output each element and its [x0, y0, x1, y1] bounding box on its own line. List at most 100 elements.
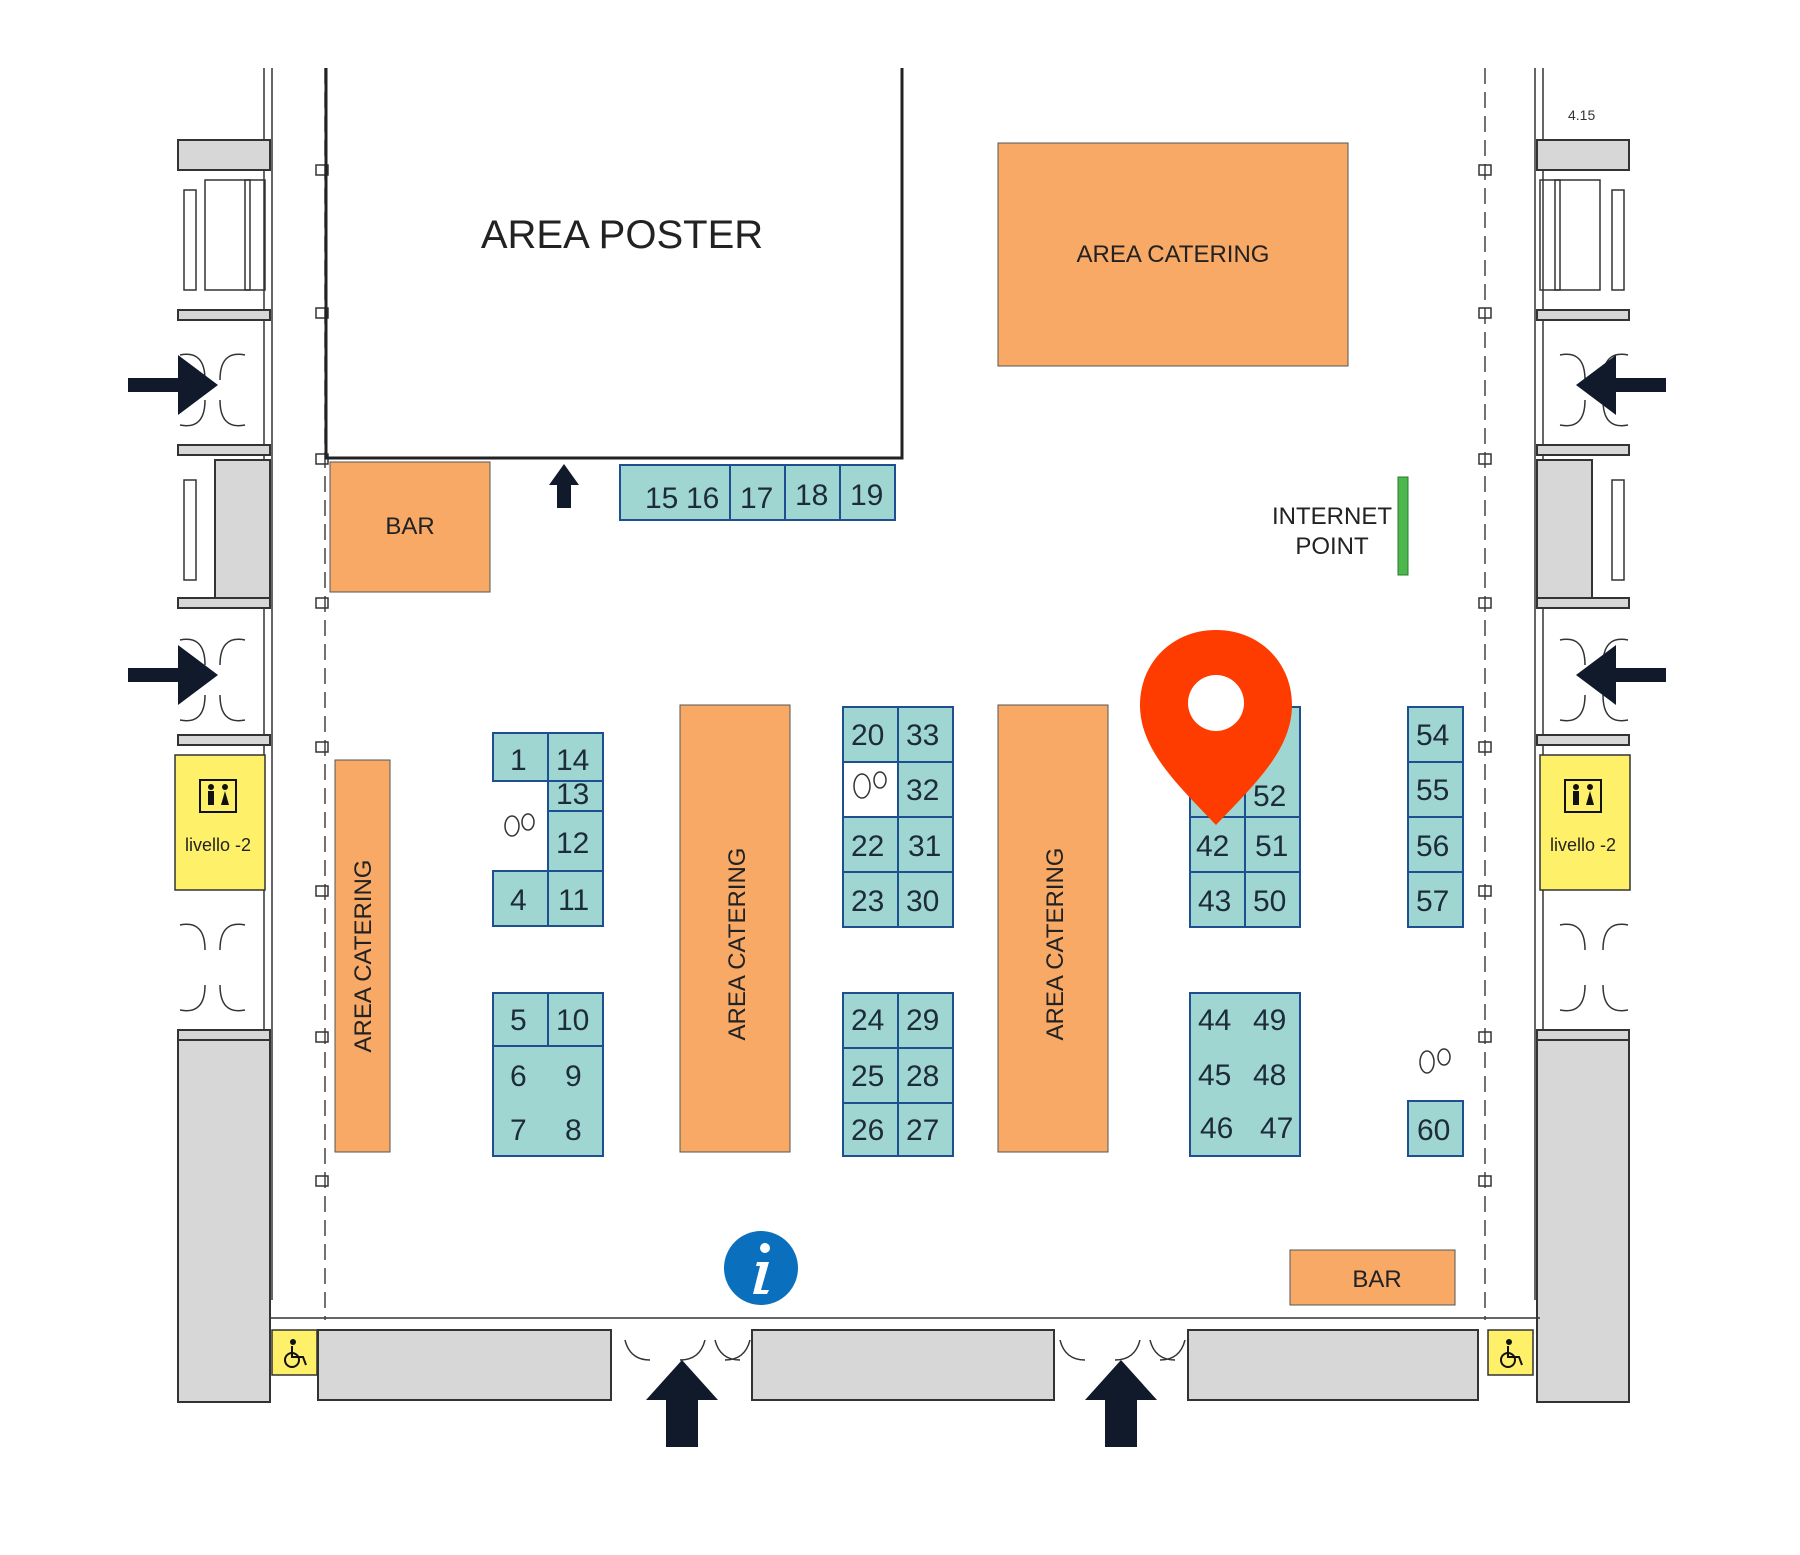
booth-block-c-gap — [842, 761, 899, 818]
lift-right[interactable]: livello -2 — [1539, 754, 1631, 891]
booth-44[interactable]: 44 — [1189, 992, 1301, 1157]
booth-18-label: 18 — [795, 479, 828, 512]
booth-14-label: 14 — [556, 744, 589, 777]
booth-22-label: 22 — [851, 830, 884, 863]
booth-11[interactable]: 11 — [547, 870, 604, 927]
booth-7[interactable]: 7 — [510, 1114, 527, 1147]
booth-12[interactable]: 12 — [547, 810, 604, 872]
booth-30[interactable]: 30 — [897, 871, 954, 928]
entrance-arrow-icon — [646, 1360, 718, 1447]
booth-4[interactable]: 4 — [492, 870, 549, 927]
bar-top-label: BAR — [385, 513, 434, 540]
location-pin-icon[interactable] — [1140, 630, 1292, 825]
booth-7-label: 7 — [510, 1114, 527, 1147]
accessible-icon — [271, 1329, 318, 1376]
booth-24[interactable]: 24 — [842, 992, 899, 1049]
booth-31-label: 31 — [908, 830, 941, 863]
booth-16[interactable]: 16 — [686, 482, 719, 515]
footprints-icon — [853, 771, 887, 799]
booth-30-label: 30 — [906, 885, 939, 918]
booth-5[interactable]: 5 — [492, 992, 549, 1047]
booth-50[interactable]: 50 — [1244, 871, 1301, 928]
booth-16-label: 16 — [686, 482, 719, 515]
info-icon[interactable] — [724, 1231, 798, 1305]
entrance-arrow-icon — [1576, 645, 1666, 705]
booth-46[interactable]: 46 — [1200, 1112, 1233, 1145]
booth-15[interactable]: 15 — [619, 464, 731, 521]
booth-28[interactable]: 28 — [897, 1047, 954, 1104]
booth-49-label: 49 — [1253, 1004, 1286, 1037]
booth-57-label: 57 — [1416, 885, 1449, 918]
booth-60-label: 60 — [1417, 1114, 1450, 1147]
booth-42-label: 42 — [1196, 830, 1229, 863]
booth-32-label: 32 — [906, 774, 939, 807]
area-catering-mid2-label: AREA CATERING — [1042, 848, 1069, 1041]
booth-26[interactable]: 26 — [842, 1102, 899, 1157]
booth-49[interactable]: 49 — [1253, 1004, 1286, 1037]
booth-47-label: 47 — [1260, 1112, 1293, 1145]
booth-19[interactable]: 19 — [839, 464, 896, 521]
booth-24-label: 24 — [851, 1004, 884, 1037]
booth-48[interactable]: 48 — [1253, 1059, 1286, 1092]
booth-19-label: 19 — [850, 479, 883, 512]
dimension-text: 4.15 — [1568, 107, 1595, 123]
entrance-arrow-icon — [1085, 1360, 1157, 1447]
booth-33[interactable]: 33 — [897, 706, 954, 763]
booth-20[interactable]: 20 — [842, 706, 899, 763]
booth-23[interactable]: 23 — [842, 871, 899, 928]
footprints-icon — [504, 813, 535, 837]
entrance-arrow-icon — [128, 645, 218, 705]
booth-27[interactable]: 27 — [897, 1102, 954, 1157]
booth-51[interactable]: 51 — [1244, 816, 1301, 873]
booth-5-label: 5 — [510, 1004, 527, 1037]
booth-42[interactable]: 42 — [1189, 816, 1246, 873]
accessible-icon — [1487, 1329, 1534, 1376]
booth-26-label: 26 — [851, 1114, 884, 1147]
bar-bottom-label: BAR — [1352, 1266, 1401, 1293]
booth-43[interactable]: 43 — [1189, 871, 1246, 928]
area-catering-top: AREA CATERING — [997, 142, 1349, 367]
booth-22[interactable]: 22 — [842, 816, 899, 873]
booth-29[interactable]: 29 — [897, 992, 954, 1049]
booth-31[interactable]: 31 — [897, 816, 954, 873]
booth-6-label: 6 — [510, 1060, 527, 1093]
booth-55[interactable]: 55 — [1407, 761, 1464, 818]
booth-47[interactable]: 47 — [1260, 1112, 1293, 1145]
booth-57[interactable]: 57 — [1407, 871, 1464, 928]
bar-bottom: BAR — [1289, 1249, 1456, 1306]
booth-60[interactable]: 60 — [1407, 1100, 1464, 1157]
booth-8[interactable]: 8 — [565, 1114, 582, 1147]
booth-54[interactable]: 54 — [1407, 706, 1464, 763]
area-catering-left-label: AREA CATERING — [350, 860, 377, 1053]
lift-left[interactable]: livello -2 — [174, 754, 266, 891]
booth-25[interactable]: 25 — [842, 1047, 899, 1104]
internet-point-bar — [1397, 476, 1409, 576]
booth-45[interactable]: 45 — [1198, 1059, 1231, 1092]
booth-9-label: 9 — [565, 1060, 582, 1093]
booth-56-label: 56 — [1416, 830, 1449, 863]
booth-28-label: 28 — [906, 1060, 939, 1093]
booth-8-label: 8 — [565, 1114, 582, 1147]
area-poster-outline — [324, 68, 904, 460]
booth-51-label: 51 — [1255, 830, 1288, 863]
booth-32[interactable]: 32 — [897, 761, 954, 818]
booth-1[interactable]: 1 — [492, 732, 549, 782]
lift-right-label: livello -2 — [1550, 835, 1616, 855]
booth-56[interactable]: 56 — [1407, 816, 1464, 873]
booth-13[interactable]: 13 — [547, 778, 604, 812]
booth-14[interactable]: 14 — [547, 732, 604, 782]
booth-29-label: 29 — [906, 1004, 939, 1037]
booth-10[interactable]: 10 — [547, 992, 604, 1047]
booth-20-label: 20 — [851, 719, 884, 752]
booth-9[interactable]: 9 — [565, 1060, 582, 1093]
area-catering-mid2: AREA CATERING — [997, 704, 1109, 1153]
booth-18[interactable]: 18 — [784, 464, 841, 521]
internet-point-label-line2: POINT — [1295, 533, 1369, 560]
column-markers — [315, 164, 1492, 1187]
booth-52-label: 52 — [1253, 780, 1286, 813]
booth-6[interactable]: 6 — [492, 1045, 604, 1157]
left-wing — [177, 68, 273, 1403]
booth-33-label: 33 — [906, 719, 939, 752]
booth-17[interactable]: 17 — [729, 464, 786, 521]
